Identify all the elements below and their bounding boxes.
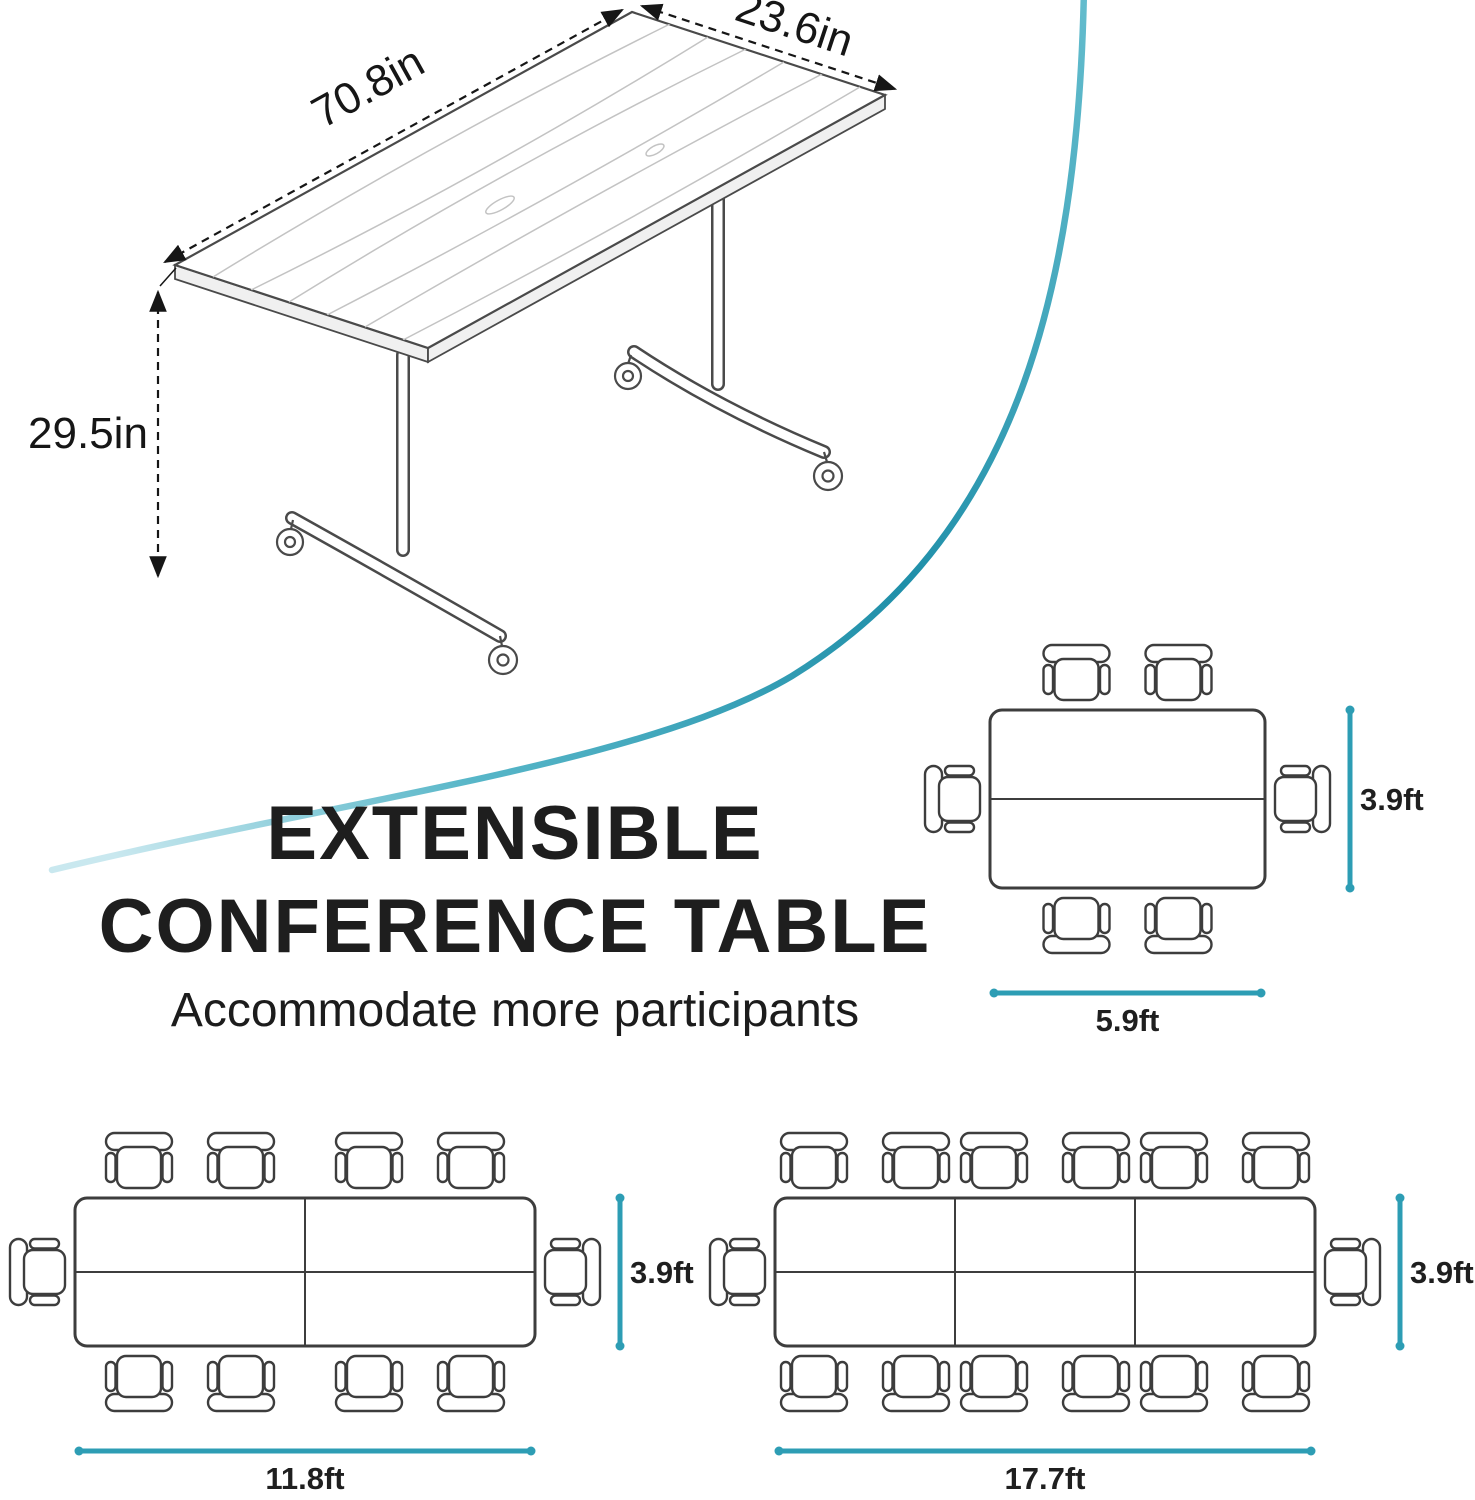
- chair-top-view: [881, 1131, 951, 1190]
- chair-top-view: [206, 1354, 276, 1413]
- subtitle: Accommodate more participants: [170, 984, 860, 1038]
- height-dimension-label: 3.9ft: [630, 1255, 694, 1290]
- title-line-2: CONFERENCE TABLE: [98, 883, 932, 969]
- chair-top-view: [206, 1131, 276, 1190]
- chair-top-view: [959, 1131, 1029, 1190]
- chair-top-view: [1061, 1354, 1131, 1413]
- chair-top-view: [8, 1237, 67, 1307]
- chair-top-view: [436, 1131, 506, 1190]
- chair-top-view: [104, 1354, 174, 1413]
- title-line-1: EXTENSIBLE: [266, 791, 764, 876]
- four-table-layout: 11.8ft 3.9ft: [8, 1131, 694, 1496]
- chair-top-view: [1323, 1237, 1382, 1307]
- chair-top-view: [1139, 1354, 1209, 1413]
- chair-top-view: [334, 1131, 404, 1190]
- chair-top-view: [1273, 764, 1332, 834]
- chair-top-view: [779, 1131, 849, 1190]
- chair-top-view: [708, 1237, 767, 1307]
- chair-top-view: [1241, 1354, 1311, 1413]
- width-dimension-label: 17.7ft: [1005, 1461, 1086, 1496]
- chair-top-view: [959, 1354, 1029, 1413]
- chair-top-view: [1042, 643, 1111, 702]
- chair-top-view: [1241, 1131, 1311, 1190]
- chair-top-view: [1042, 896, 1111, 955]
- height-dimension-label: 3.9ft: [1360, 782, 1424, 817]
- chair-top-view: [1139, 1131, 1209, 1190]
- chair-top-view: [779, 1354, 849, 1413]
- six-table-layout: 17.7ft 3.9ft: [708, 1131, 1474, 1496]
- chair-top-view: [1144, 896, 1213, 955]
- chair-top-view: [1061, 1131, 1131, 1190]
- two-table-layout: 5.9ft 3.9ft: [923, 643, 1424, 1038]
- chair-top-view: [334, 1354, 404, 1413]
- chair-top-view: [881, 1354, 951, 1413]
- chair-top-view: [104, 1131, 174, 1190]
- chair-top-view: [543, 1237, 602, 1307]
- headline-block: EXTENSIBLE CONFERENCE TABLE Accommodate …: [35, 788, 995, 1038]
- width-dimension-label: 5.9ft: [1096, 1003, 1160, 1038]
- chair-top-view: [1144, 643, 1213, 702]
- width-dimension-label: 11.8ft: [265, 1461, 344, 1496]
- height-dimension-label: 3.9ft: [1410, 1255, 1474, 1290]
- chair-top-view: [436, 1354, 506, 1413]
